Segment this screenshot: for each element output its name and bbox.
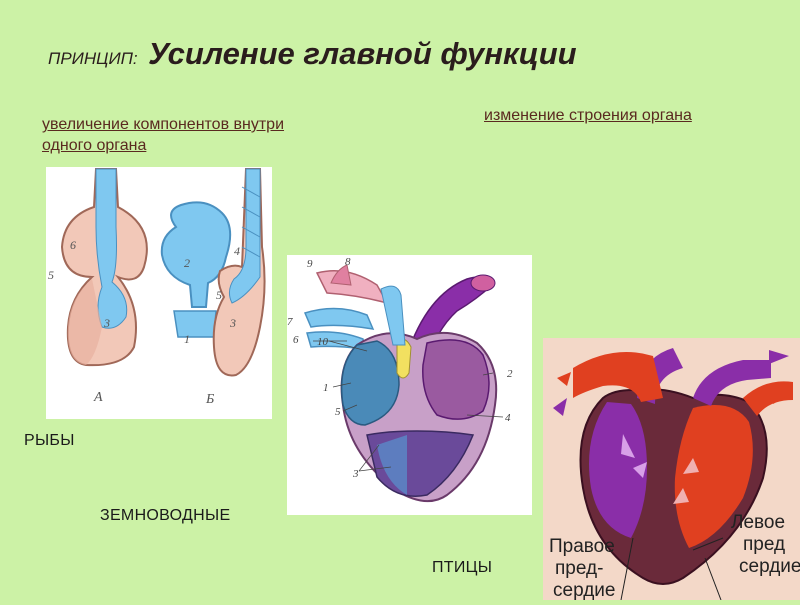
bird-heart-figure: Правое пред- сердие Левое пред сердие <box>543 338 800 601</box>
fish-number: 5 <box>216 288 222 302</box>
amph-number: 5 <box>335 406 341 418</box>
fish-caption-b: Б <box>205 392 214 407</box>
amph-number: 4 <box>505 412 511 424</box>
fish-heart-figure: 6 5 3 2 1 4 5 3 А Б <box>46 167 272 419</box>
fish-caption-a: А <box>93 390 103 405</box>
bird-left-atrium-line: сердие <box>739 556 800 577</box>
amphibian-heart-figure: 9 8 7 6 10 1 5 2 4 3 <box>287 255 532 515</box>
amph-number: 7 <box>287 316 293 328</box>
bird-right-atrium-line: сердие <box>553 580 615 600</box>
amph-number: 3 <box>352 468 359 480</box>
bird-right-atrium-line: пред- <box>555 558 603 579</box>
fish-number: 6 <box>70 238 76 252</box>
label-amphibians: ЗЕМНОВОДНЫЕ <box>100 507 231 524</box>
title-row: ПРИНЦИП: Усиление главной функции <box>48 36 577 72</box>
amph-number: 1 <box>323 382 329 394</box>
label-fish: РЫБЫ <box>24 432 75 449</box>
amph-number: 2 <box>507 368 513 380</box>
page-title: Усиление главной функции <box>148 36 577 71</box>
fish-number: 3 <box>229 316 236 330</box>
fish-number: 5 <box>48 268 54 282</box>
fish-number: 4 <box>234 244 240 258</box>
amph-number: 6 <box>293 334 299 346</box>
fish-number: 3 <box>103 316 110 330</box>
label-birds: ПТИЦЫ <box>432 559 493 576</box>
bird-left-atrium-line: Левое <box>731 512 785 533</box>
bird-right-atrium-line: Правое <box>549 536 615 557</box>
amph-number: 8 <box>345 256 351 268</box>
amph-number: 10 <box>317 336 329 348</box>
amph-number: 9 <box>307 258 313 270</box>
fish-number: 2 <box>184 256 190 270</box>
title-prefix: ПРИНЦИП: <box>48 49 138 68</box>
subtitle-right: изменение строения органа <box>484 107 692 124</box>
subtitle-left: увеличение компонентов внутри одного орг… <box>42 116 285 154</box>
fish-number: 1 <box>184 332 190 346</box>
bird-left-atrium-line: пред <box>743 534 785 555</box>
